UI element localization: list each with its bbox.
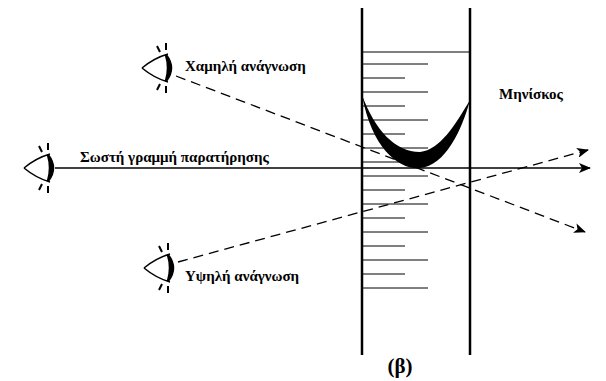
figure-caption: (β) [385, 354, 414, 378]
graduation-mark [362, 274, 405, 275]
high-sight-line [178, 150, 588, 262]
graduation-mark [362, 176, 428, 177]
graduation-marks [362, 64, 428, 288]
graduation-mark [362, 218, 405, 219]
annotation-label: Μηνίσκος [497, 86, 565, 103]
annotation-label: Χαμηλή ανάγνωση [183, 58, 308, 75]
graduation-mark [362, 232, 428, 233]
graduation-mark [362, 78, 405, 79]
annotation-label: Υψηλή ανάγνωση [183, 268, 301, 285]
graduation-mark [362, 64, 428, 65]
meniscus-shape [362, 95, 470, 168]
graduation-mark [362, 204, 428, 205]
graduation-mark [362, 190, 405, 191]
eye-symbol [144, 243, 173, 293]
cylinder-wall [469, 8, 472, 355]
correct-sight-line [55, 167, 590, 169]
cylinder-wall [361, 8, 364, 355]
annotation-label: Σωστή γραμμή παρατήρησης [78, 149, 271, 166]
graduation-mark [362, 246, 405, 247]
graduation-mark [362, 106, 405, 107]
graduation-mark [362, 260, 428, 261]
eye-symbols [24, 43, 173, 293]
eye-symbol [24, 143, 53, 193]
cylinder-rim-line [362, 51, 470, 52]
graduation-mark [362, 288, 428, 289]
eye-symbol [142, 43, 171, 93]
graduation-mark [362, 92, 428, 93]
